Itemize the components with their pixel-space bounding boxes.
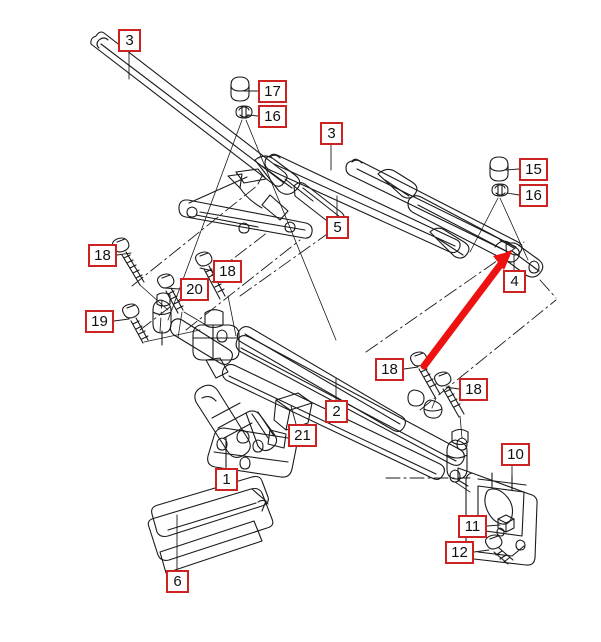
callout-11[interactable]: 11 xyxy=(458,515,487,538)
bolt-18d xyxy=(434,371,465,418)
callout-4[interactable]: 4 xyxy=(503,270,526,293)
spindle-nut-16 xyxy=(235,105,253,119)
bolt-18c xyxy=(410,351,441,398)
callout-16-left[interactable]: 16 xyxy=(258,105,287,128)
callout-21[interactable]: 21 xyxy=(288,424,317,447)
cap-nut-17 xyxy=(230,76,250,102)
wiper-blade-3-upper xyxy=(90,31,345,227)
wiper-arm-highlight-arrow xyxy=(420,250,512,370)
bolt-18a xyxy=(112,237,145,286)
callout-3-upper[interactable]: 3 xyxy=(118,29,141,52)
cap-nut-15 xyxy=(489,156,509,182)
callout-16-right[interactable]: 16 xyxy=(519,184,548,207)
callout-12[interactable]: 12 xyxy=(445,541,474,564)
hex-bolt-12 xyxy=(485,534,514,565)
callout-18-lower-right[interactable]: 18 xyxy=(459,378,488,401)
callout-10[interactable]: 10 xyxy=(501,443,530,466)
callout-19[interactable]: 19 xyxy=(85,310,114,333)
callout-18-center[interactable]: 18 xyxy=(213,260,242,283)
rubber-grommet-21 xyxy=(273,392,313,431)
hex-nut-11 xyxy=(497,514,515,533)
wiper-motor-1 xyxy=(194,384,297,478)
callout-1[interactable]: 1 xyxy=(215,468,238,491)
callout-2[interactable]: 2 xyxy=(325,400,348,423)
spindle-nut-16b xyxy=(491,183,509,197)
callout-5[interactable]: 5 xyxy=(326,216,349,239)
callout-18-upper-left[interactable]: 18 xyxy=(88,244,117,267)
wiper-arm-4 xyxy=(407,195,544,278)
wiper-blade-3-lower xyxy=(345,158,523,256)
callout-17[interactable]: 17 xyxy=(258,80,287,103)
wiper-linkage-2 xyxy=(152,292,469,481)
wiper-blade-3-middle xyxy=(264,153,470,259)
callout-15[interactable]: 15 xyxy=(519,158,548,181)
callout-20[interactable]: 20 xyxy=(180,278,209,301)
callout-18-lower-left[interactable]: 18 xyxy=(375,358,404,381)
callout-6[interactable]: 6 xyxy=(166,570,189,593)
bolt-19 xyxy=(122,303,149,344)
bolt-20 xyxy=(157,273,184,314)
wiper-arm-5 xyxy=(178,168,313,239)
callout-3-middle[interactable]: 3 xyxy=(320,122,343,145)
cover-panel-6 xyxy=(147,475,274,574)
